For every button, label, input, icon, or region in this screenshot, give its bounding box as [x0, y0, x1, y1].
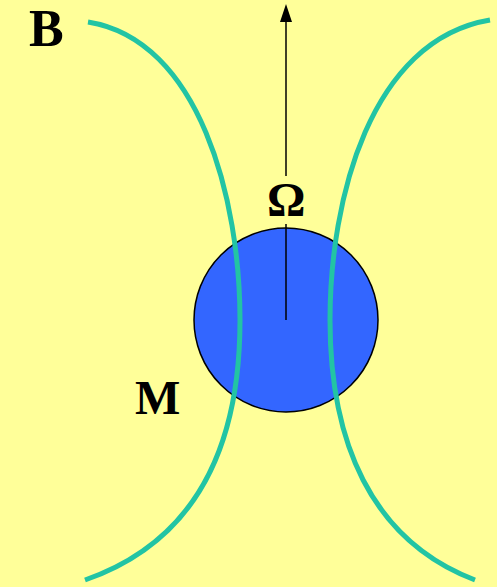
rotation-axis [285, 20, 287, 320]
field-line [330, 20, 490, 580]
arrow-head [280, 4, 292, 22]
mass-label: M [132, 374, 183, 422]
rotation-label: Ω [264, 176, 308, 224]
field-line [85, 22, 240, 580]
field-label: B [26, 3, 67, 55]
